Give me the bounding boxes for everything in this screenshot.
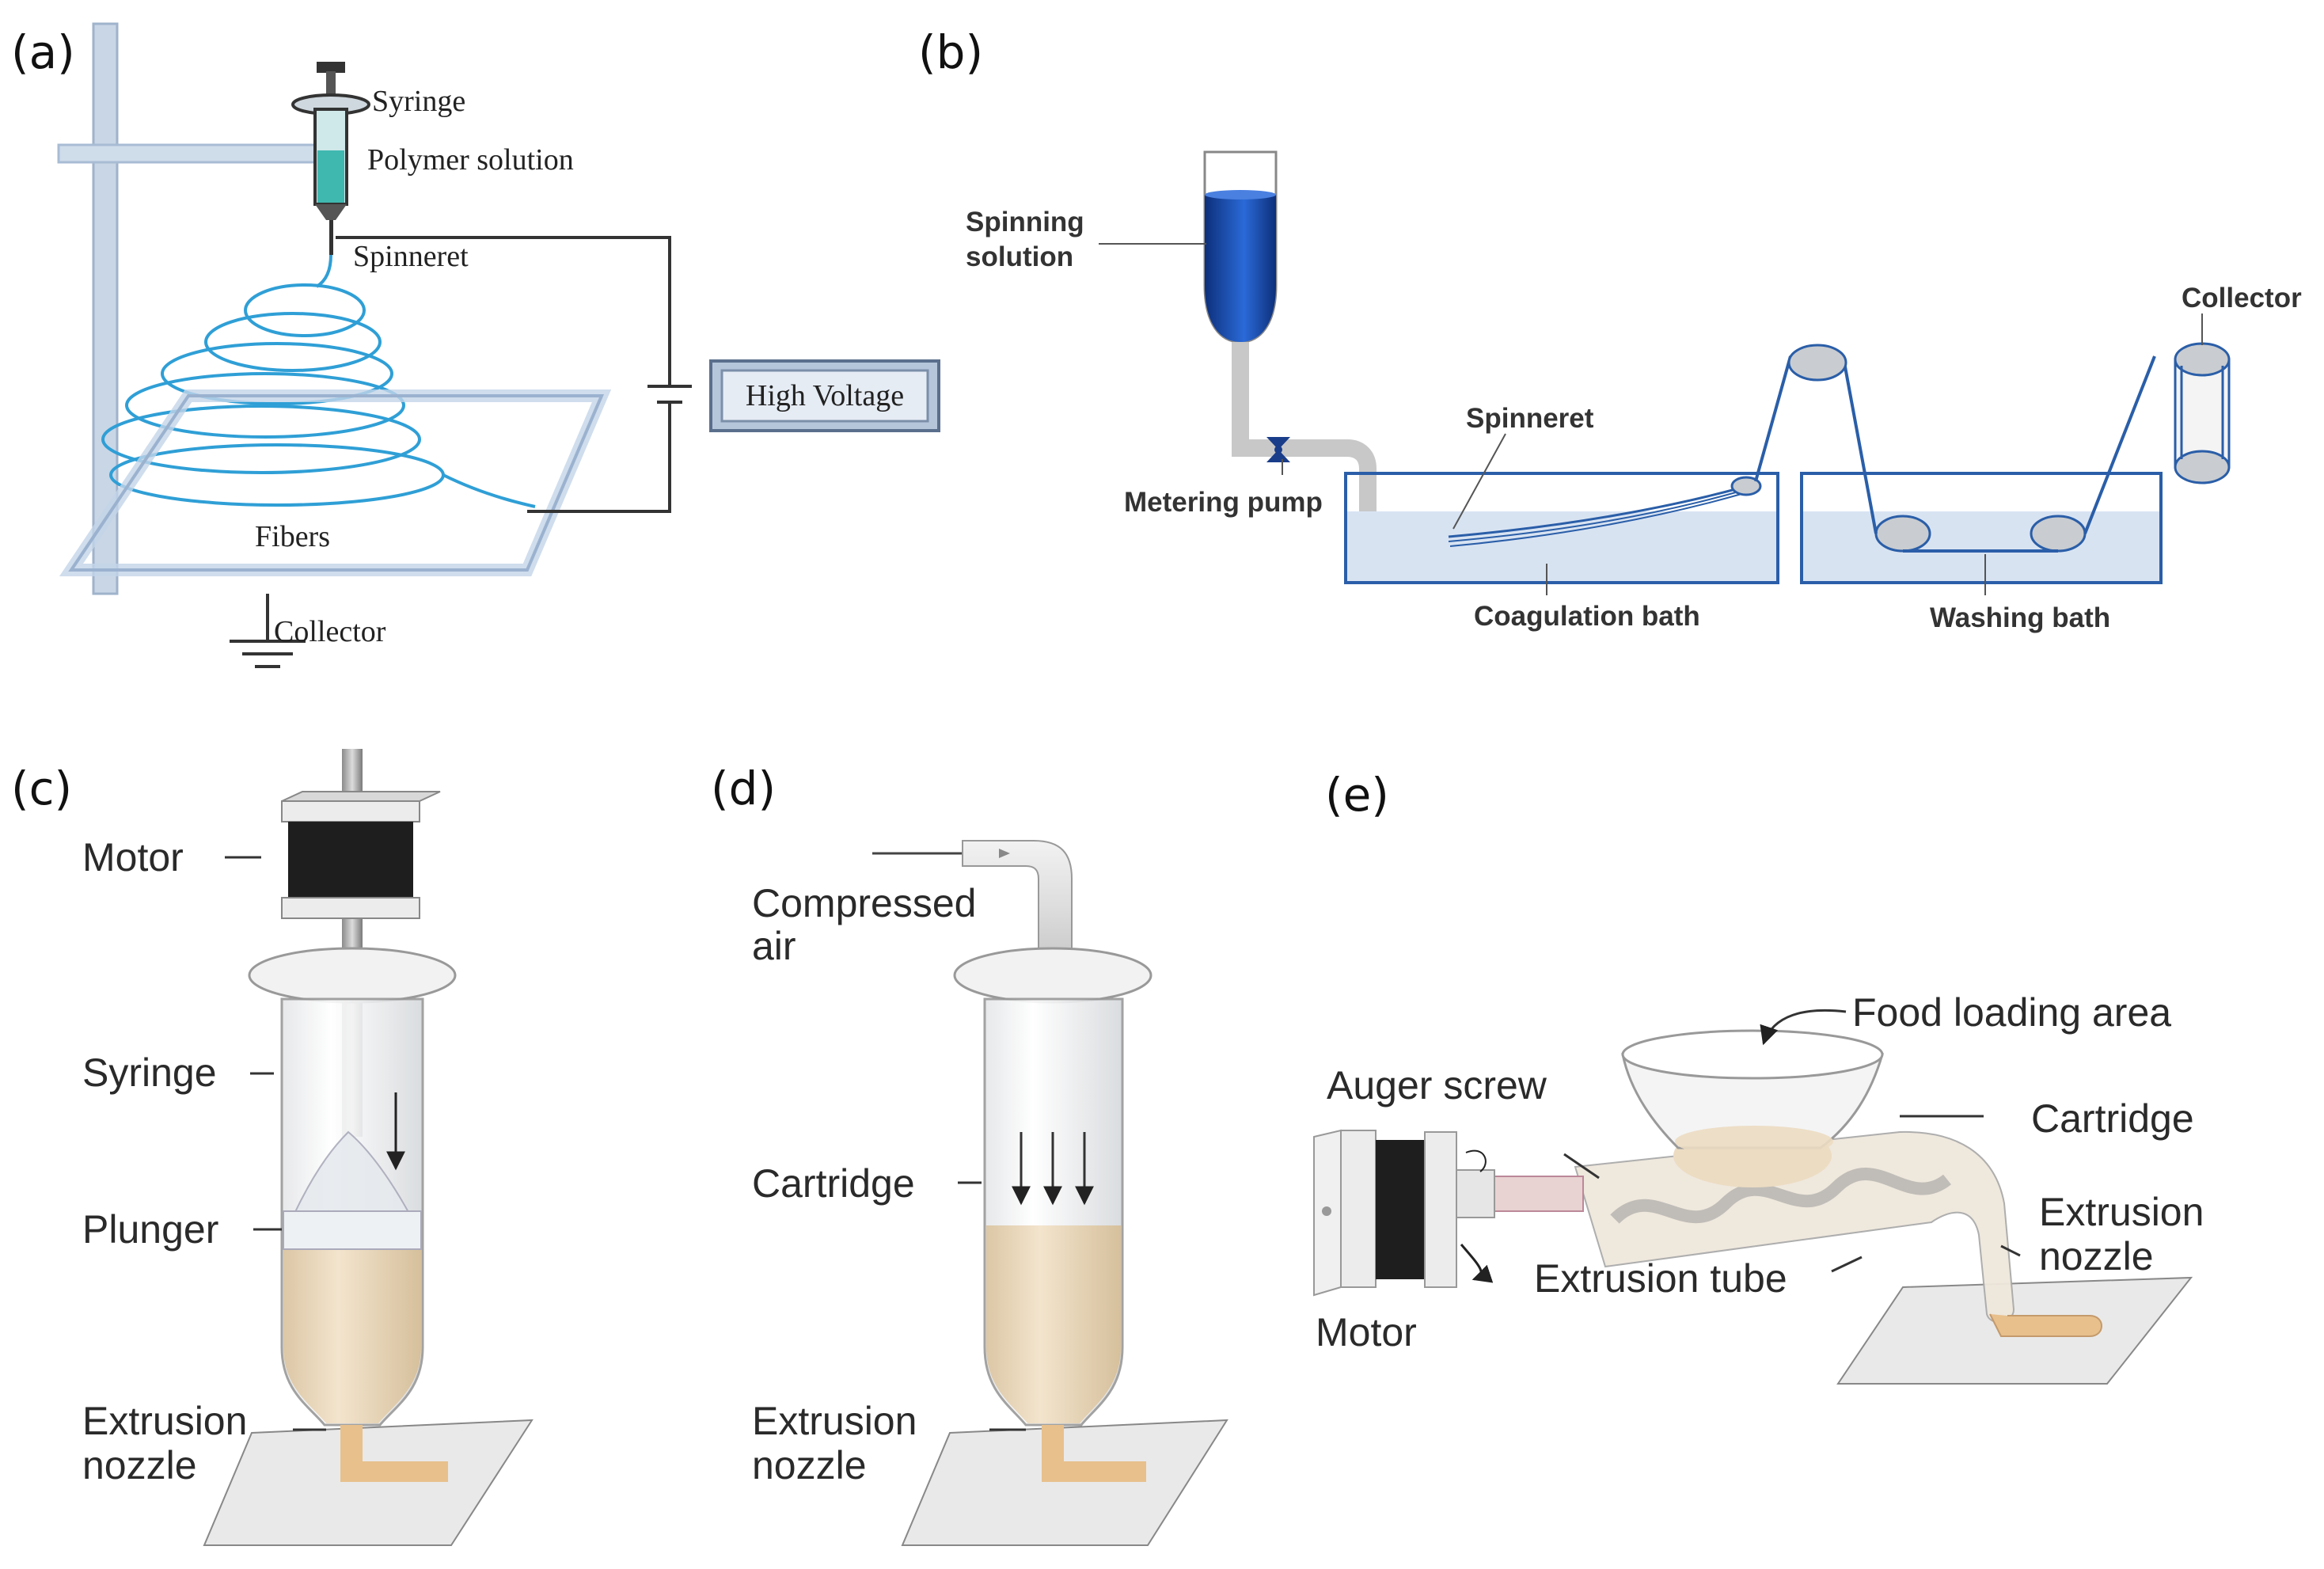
motor-e-icon xyxy=(1313,1129,1494,1297)
stand-icon xyxy=(57,22,345,595)
compressed-air-label-line2: air xyxy=(752,924,796,968)
coagulation-bath xyxy=(1344,472,1779,584)
metering-pump-icon xyxy=(1266,437,1290,462)
panel-b-tag: (b) xyxy=(918,25,983,79)
transfer-roller xyxy=(1787,344,1847,382)
panel-a: (a) xyxy=(11,22,940,668)
spinning-solution-label-line2: solution xyxy=(966,241,1073,272)
panel-e-leaders xyxy=(1563,1009,2021,1273)
hopper-icon xyxy=(1621,1029,1885,1187)
extrusion-tube-label: Extrusion tube xyxy=(1534,1256,1787,1301)
plunger-label: Plunger xyxy=(82,1207,218,1252)
circuit-wires xyxy=(230,236,692,668)
auger-screw-label: Auger screw xyxy=(1327,1063,1547,1107)
cartridge-label-d: Cartridge xyxy=(752,1161,915,1206)
panel-d-leaders xyxy=(958,1181,1026,1431)
syringe-label: Syringe xyxy=(372,85,465,118)
syringe-label-c: Syringe xyxy=(82,1050,217,1095)
coagulation-bath-label: Coagulation bath xyxy=(1474,601,1700,632)
food-loading-area-label: Food loading area xyxy=(1852,990,2171,1035)
extrusion-nozzle-label-d-line2: nozzle xyxy=(752,1443,867,1487)
extrusion-nozzle-label-e-line1: Extrusion xyxy=(2039,1190,2204,1234)
panel-b: (b) xyxy=(918,25,2302,633)
extrusion-tube-icon xyxy=(1574,1130,2102,1337)
polymer-solution-label: Polymer solution xyxy=(367,143,574,177)
metering-pump-label: Metering pump xyxy=(1124,487,1323,518)
build-plate-c xyxy=(203,1419,534,1546)
coupling-icon xyxy=(1454,1169,1495,1218)
extrusion-nozzle-label-c-line2: nozzle xyxy=(82,1443,197,1487)
panel-d: (d) Compressed air Cartridge Ext xyxy=(711,762,1228,1546)
washing-bath xyxy=(1800,472,2163,584)
panel-a-tag: (a) xyxy=(11,25,75,79)
motor-label-c: Motor xyxy=(82,835,184,879)
fiber-path xyxy=(1754,355,2156,534)
high-voltage-box: High Voltage xyxy=(709,359,940,432)
spinneret-label-b: Spinneret xyxy=(1466,403,1594,434)
nozzle-c-icon xyxy=(340,1425,448,1482)
syringe-body-c xyxy=(248,947,457,1427)
extrusion-nozzle-label-c-line1: Extrusion xyxy=(82,1399,247,1443)
shaft-icon xyxy=(1487,1176,1584,1212)
panel-e-tag: (e) xyxy=(1325,768,1389,822)
compressed-air-label-line1: Compressed xyxy=(752,881,976,925)
extrusion-nozzle-label-d-line1: Extrusion xyxy=(752,1399,917,1443)
collector-label-b: Collector xyxy=(2182,283,2302,313)
syringe-icon xyxy=(291,62,370,255)
extrusion-nozzle-label-e-line2: nozzle xyxy=(2039,1234,2154,1278)
panel-d-tag: (d) xyxy=(711,762,776,815)
washing-bath-label: Washing bath xyxy=(1930,602,2110,633)
cartridge-d xyxy=(953,947,1153,1427)
nozzle-d-icon xyxy=(1042,1425,1146,1482)
build-plate-d xyxy=(901,1419,1228,1546)
fibers-label: Fibers xyxy=(255,520,330,553)
spinneret-label: Spinneret xyxy=(353,240,469,273)
panel-c: (c) Motor Syringe xyxy=(11,749,534,1546)
collector-plate xyxy=(59,389,612,576)
collector-cylinder-icon xyxy=(2174,342,2231,484)
fibers-icon xyxy=(101,254,536,508)
panel-b-leaders xyxy=(1099,243,2203,595)
panel-c-tag: (c) xyxy=(11,762,72,815)
solution-reservoir-icon xyxy=(1203,150,1278,344)
panel-c-leaders xyxy=(225,856,326,1431)
high-voltage-label: High Voltage xyxy=(746,379,904,412)
motor-label-e: Motor xyxy=(1316,1310,1417,1354)
air-inlet-icon xyxy=(872,840,1073,974)
motor-icon xyxy=(281,791,441,919)
panel-e: (e) xyxy=(1313,768,2204,1385)
collector-label: Collector xyxy=(274,615,386,648)
spinning-solution-label-line1: Spinning xyxy=(966,207,1084,237)
cartridge-label-e: Cartridge xyxy=(2031,1096,2194,1141)
